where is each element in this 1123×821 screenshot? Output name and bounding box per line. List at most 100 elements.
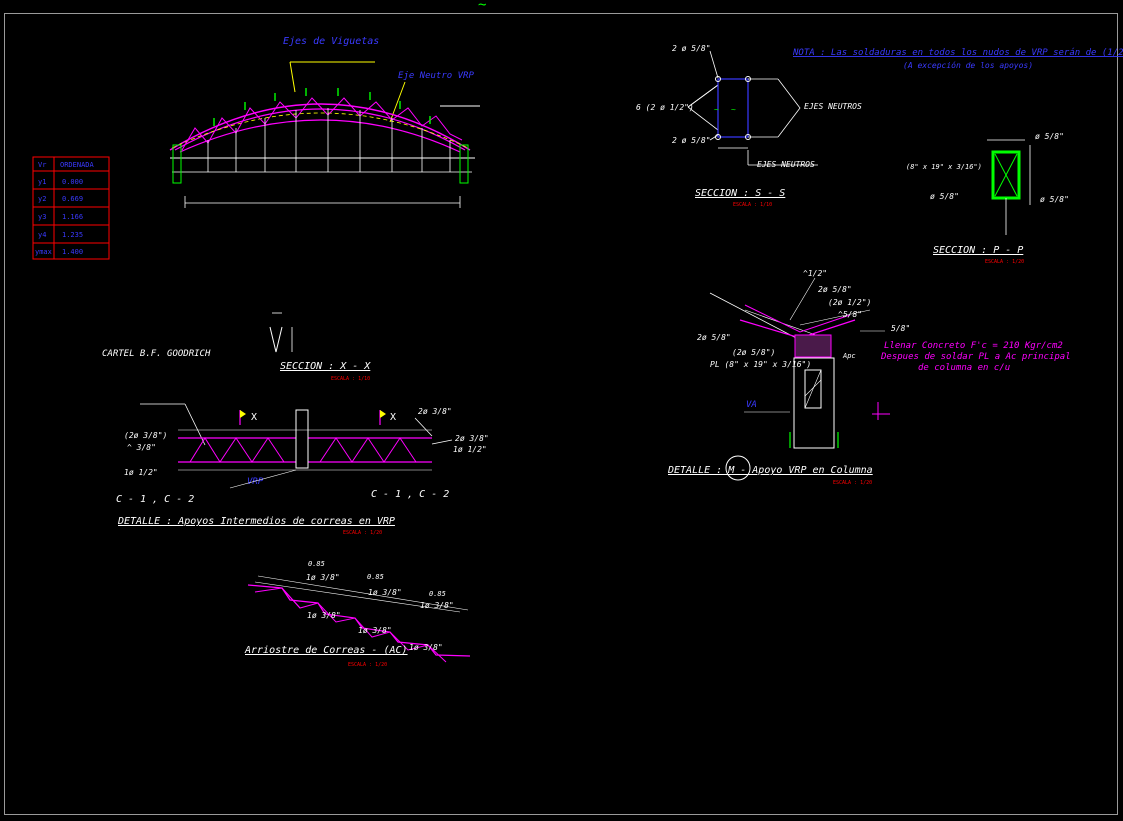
table-cell: 0.669: [62, 195, 83, 203]
table-cell: y2: [38, 195, 46, 203]
left-truss-web: [189, 437, 285, 463]
pp-title: SECCION : P - P: [933, 245, 1023, 256]
vrp-member: [295, 409, 309, 469]
m-va-label: VA: [746, 400, 757, 410]
arch-title: Ejes de Viguetas: [283, 36, 379, 47]
right-support-column: [459, 144, 469, 184]
m-label: 5/8": [891, 324, 910, 333]
table-cell: 1.235: [62, 231, 83, 239]
m-label: Apc: [842, 352, 856, 360]
svg-text:~: ~: [714, 105, 719, 114]
xx-title: SECCION : X - X: [280, 361, 371, 372]
bracing-label: 1ø 3/8": [368, 588, 402, 597]
ordinate-table: Vr ORDENADA y1 0.000 y2 0.669 y3 1.166 y…: [32, 156, 110, 260]
lower-chord: [179, 119, 461, 153]
ss-ejes-neutros-1: EJES NEUTROS: [804, 102, 862, 111]
xx-scale: ESCALA : 1/10: [331, 376, 370, 382]
table-cell: y1: [38, 178, 46, 186]
m-label: ^5/8": [838, 310, 862, 319]
pp-scale: ESCALA : 1/20: [985, 259, 1024, 265]
drawing-frame: [4, 13, 1118, 815]
support-left-label-3: 1ø 1/2": [124, 468, 158, 477]
bracing-title: Arriostre de Correas - (AC): [244, 645, 408, 656]
weld-note-line1: NOTA : Las soldaduras en todos los nudos…: [792, 48, 1123, 58]
c-left-label: C - 1 , C - 2: [116, 494, 194, 505]
m-label: 2ø 5/8": [697, 333, 731, 342]
weld-note-line2: (A excepción de los apoyos): [903, 60, 1033, 70]
left-support-column: [172, 144, 182, 184]
table-cell: 0.000: [62, 178, 83, 186]
pp-right-bar: ø 5/8": [1040, 195, 1069, 204]
support-right-label-1: 2ø 3/8": [418, 407, 452, 416]
section-x-marker-2: X: [390, 412, 396, 423]
table-header-ordinate: ORDENADA: [60, 161, 95, 169]
top-mark: ~: [478, 0, 486, 13]
company-sign: CARTEL B.F. GOODRICH: [102, 349, 211, 359]
m-concrete-note-3: de columna en c/u: [918, 363, 1010, 373]
table-cell: ymax: [35, 248, 52, 256]
bracing-label: 1ø 3/8": [306, 573, 340, 582]
section-xx: CARTEL B.F. GOODRICH SECCION : X - X ESC…: [102, 312, 371, 382]
detail-m-bubble: [725, 455, 751, 481]
m-label: ^1/2": [803, 269, 827, 278]
ss-section-box: [717, 78, 749, 138]
svg-text:~: ~: [731, 105, 736, 114]
m-label: 2ø 5/8": [818, 285, 852, 294]
bracing-scale: ESCALA : 1/20: [348, 662, 387, 668]
xx-profile: [269, 326, 283, 353]
detail-m: VA ^1/2" 2ø 5/8" (2ø 1/2") ^5/8" 5/8" 2ø…: [667, 269, 1071, 486]
detail-intermediate-supports: (2ø 3/8") ^ 3/8" 1ø 1/2" 2ø 3/8" 2ø 3/8"…: [116, 403, 489, 536]
supports-scale: ESCALA : 1/20: [343, 530, 382, 536]
ss-ejes-neutros-2: EJES NEUTROS: [757, 160, 815, 169]
neutral-axis-label: Eje Neutro VRP: [398, 71, 474, 81]
support-right-label-2: 2ø 3/8": [455, 434, 489, 443]
table-cell: 1.166: [62, 213, 83, 221]
m-label: (2ø 1/2"): [828, 298, 871, 307]
neutral-axis-arc: [171, 112, 469, 149]
bracing-label: 1ø 3/8": [409, 643, 443, 652]
bracing-label: 0.85: [308, 560, 325, 568]
ss-top-label: 2 ø 5/8": [672, 44, 711, 53]
section-pp: ø 5/8" (8" x 19" x 3/16") ø 5/8" ø 5/8" …: [906, 132, 1069, 265]
web-members: [181, 97, 463, 151]
arch-truss: Ejes de Viguetas Eje Neutro VRP: [32, 36, 480, 260]
table-cell: y3: [38, 213, 46, 221]
bracing-label: 0.85: [367, 573, 384, 581]
m-label: (2ø 5/8"): [732, 348, 775, 357]
m-column-core: [804, 369, 822, 409]
table-header-var: Vr: [38, 161, 46, 169]
section-ss: 2 ø 5/8" 6 (2 ø 1/2") 2 ø 5/8" ~ ~ EJES …: [636, 44, 862, 208]
pp-plate: (8" x 19" x 3/16"): [906, 163, 982, 171]
m-column: [793, 357, 835, 449]
c-right-label: C - 1 , C - 2: [371, 489, 449, 500]
table-cell: 1.400: [62, 248, 83, 256]
m-label: PL (8" x 19" x 3/16"): [710, 360, 811, 369]
support-left-label-2: ^ 3/8": [127, 443, 156, 452]
support-left-label-1: (2ø 3/8"): [124, 431, 167, 440]
support-right-label-3: 1ø 1/2": [453, 445, 487, 454]
m-concrete-note-1: Llenar Concreto F'c = 210 Kgr/cm2: [884, 341, 1063, 351]
bracing-label: 1ø 3/8": [307, 611, 341, 620]
bracing-label: 1ø 3/8": [358, 626, 392, 635]
ss-scale: ESCALA : 1/10: [733, 202, 772, 208]
m-concrete-block: [794, 334, 832, 358]
ss-mid-label: 6 (2 ø 1/2"): [636, 103, 694, 112]
ordinate-lines: [207, 108, 451, 172]
upper-chord: [169, 103, 471, 151]
m-scale: ESCALA : 1/20: [833, 480, 872, 486]
supports-title: DETALLE : Apoyos Intermedios de correas …: [117, 516, 395, 527]
bracing-label: 0.85: [429, 590, 446, 598]
leader-line: [389, 81, 406, 123]
m-title: DETALLE : M - Apoyo VRP en Columna: [667, 465, 873, 476]
bracing-detail: 0.85 0.85 0.85 1ø 3/8" 1ø 3/8" 1ø 3/8" 1…: [244, 560, 471, 668]
right-truss-web: [319, 437, 417, 463]
vrp-label: VRP: [247, 477, 264, 487]
ss-bottom-label: 2 ø 5/8": [672, 136, 711, 145]
m-concrete-note-2: Despues de soldar PL a Ac principal: [880, 352, 1071, 362]
ss-title: SECCION : S - S: [695, 188, 785, 199]
leader-line: [289, 61, 296, 93]
bracing-label: 1ø 3/8": [420, 601, 454, 610]
pp-top-right: ø 5/8": [1035, 132, 1064, 141]
